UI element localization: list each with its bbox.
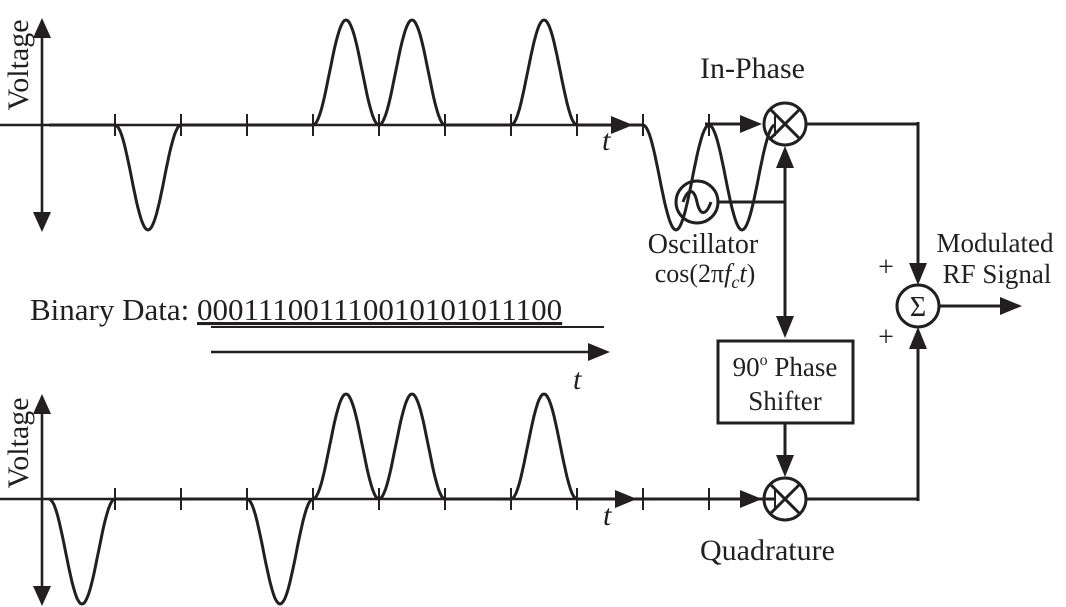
- output-label-line2: RF Signal: [943, 259, 1052, 289]
- binary-data-bits: 000111001110010101011100: [197, 292, 562, 327]
- oscillator-formula-sub: c: [731, 272, 739, 292]
- bottom-waveform-plot: Voltage t: [0, 392, 776, 606]
- plus-sign-bottom: +: [878, 322, 894, 353]
- oscillator: [674, 179, 720, 225]
- oscillator-formula-prefix: cos(2π: [655, 259, 724, 288]
- iq-modulator: In-Phase Oscillator cos(2πfct) 90o Phase…: [648, 52, 1054, 567]
- top-x-axis-label: t: [602, 124, 611, 157]
- binary-data-line: Binary Data: 000111001110010101011100: [30, 292, 562, 327]
- binary-data-row: Binary Data: 000111001110010101011100 t: [30, 292, 610, 396]
- top-y-axis-arrow-up: [33, 18, 51, 38]
- bottom-y-axis-arrow-down: [33, 586, 51, 606]
- oscillator-formula-t: t: [739, 259, 747, 288]
- top-mixer: [762, 101, 808, 147]
- rf-output-arrow: [1000, 297, 1022, 315]
- oscillator-formula: cos(2πfct): [655, 259, 756, 292]
- binary-data-label: Binary Data:: [30, 292, 197, 327]
- top-mixer-cross-2: [768, 107, 802, 141]
- top-to-sum-arrow: [909, 263, 927, 285]
- binary-time-axis-arrow: [588, 343, 610, 361]
- bottom-y-axis-label: Voltage: [2, 397, 35, 488]
- top-in-phase-waveform: [49, 18, 776, 232]
- bottom-quadrature-waveform: [48, 392, 775, 606]
- summing-junction: Σ: [895, 283, 941, 329]
- oscillator-label: Oscillator: [648, 229, 759, 260]
- top-y-axis-arrow-down: [33, 212, 51, 232]
- top-y-axis-label: Voltage: [2, 19, 35, 110]
- phase-shifter-phase-word: Phase: [768, 352, 838, 382]
- in-phase-input-arrow: [740, 115, 762, 133]
- phase-shifter-degree-mark: o: [760, 352, 768, 369]
- output-label-line1: Modulated: [937, 228, 1054, 258]
- top-waveform-plot: Voltage t: [0, 18, 776, 232]
- quadrature-label: Quadrature: [700, 534, 835, 567]
- oscillator-formula-f: f: [724, 259, 735, 288]
- quadrature-input-arrow: [740, 490, 762, 508]
- binary-time-axis-label: t: [573, 363, 582, 396]
- shifter-to-bottom-mixer-arrow: [776, 455, 794, 477]
- in-phase-label: In-Phase: [700, 52, 805, 85]
- bottom-x-axis-label: t: [603, 499, 612, 532]
- bottom-mixer-cross-2: [768, 482, 802, 516]
- sigma-icon: Σ: [910, 292, 926, 323]
- phase-shifter-line1: 90o Phase: [733, 352, 838, 382]
- osc-to-shifter-arrow: [776, 316, 794, 338]
- phase-shifter-line2: Shifter: [748, 386, 822, 416]
- bottom-y-axis-arrow-up: [33, 394, 51, 414]
- phase-shifter-block: 90o Phase Shifter: [716, 339, 855, 425]
- sine-wave-icon: [681, 190, 713, 214]
- osc-to-top-mixer-arrow: [776, 146, 794, 168]
- bottom-to-sum-arrow: [909, 327, 927, 349]
- plus-sign-top: +: [878, 252, 894, 283]
- oscillator-formula-suffix: ): [747, 259, 756, 288]
- phase-shifter-degrees: 90: [733, 352, 760, 382]
